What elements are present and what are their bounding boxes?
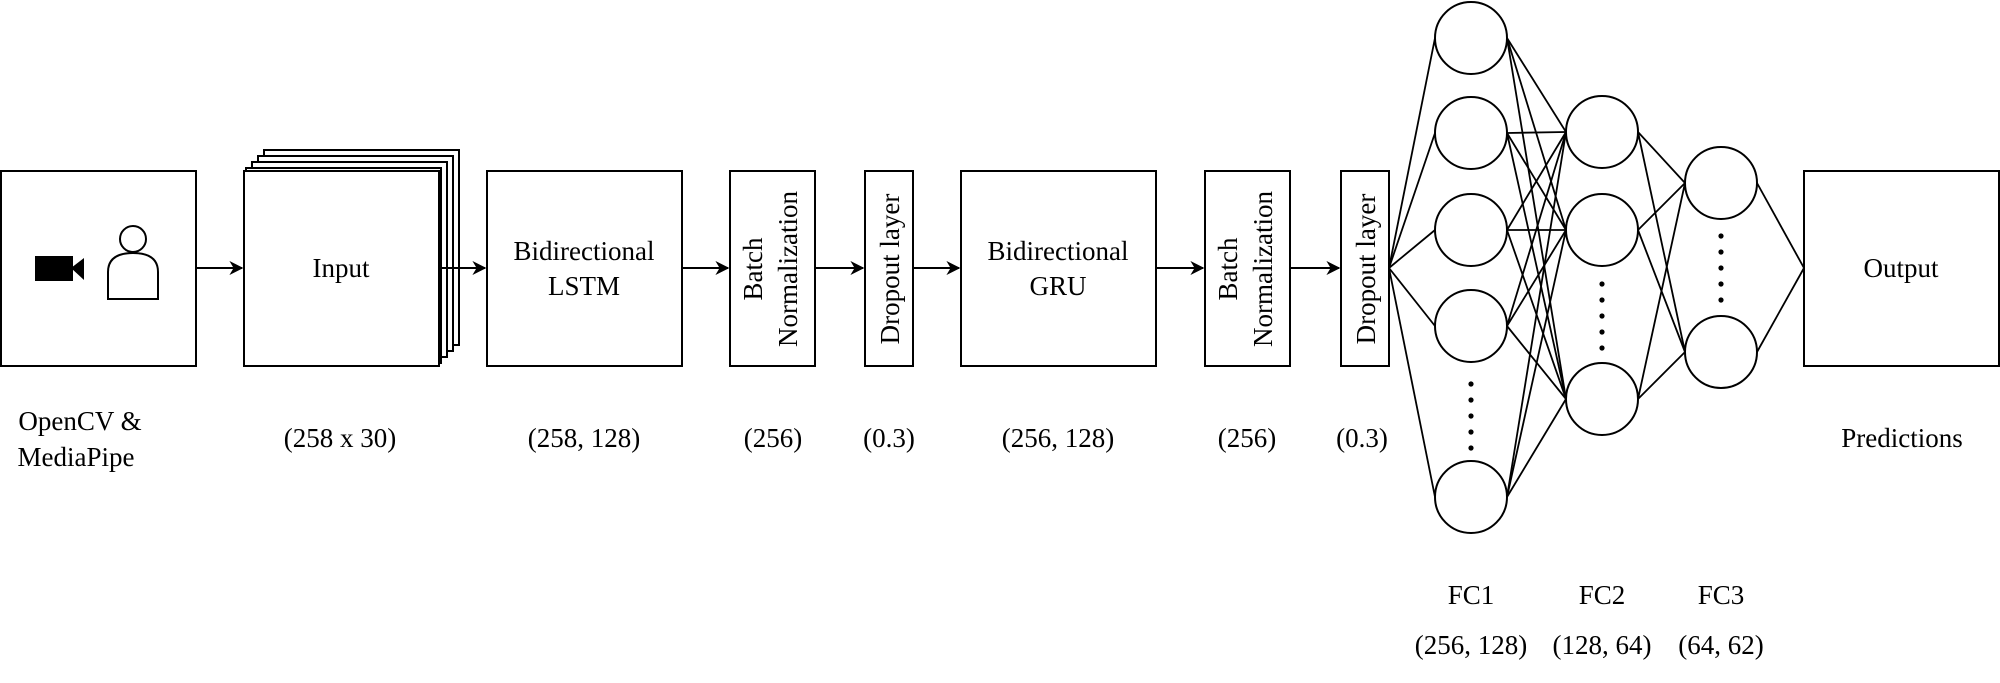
batch-norm-1-label-line1: Batch (738, 237, 768, 300)
gru-block: Bidirectional GRU (960, 170, 1157, 367)
gru-label-line2: GRU (1029, 271, 1086, 301)
batch-norm-2-label-line1: Batch (1213, 237, 1243, 300)
gru-caption: (256, 128) (1002, 423, 1114, 453)
edge-fc2-fc3-3-1 (1637, 182, 1686, 400)
edge-fc2-fc3-1-2 (1637, 131, 1686, 353)
fc2-name: FC2 (1579, 580, 1626, 610)
input-block: Input (243, 149, 460, 367)
edge-fc2-fc3-1-1 (1637, 131, 1686, 184)
edge-fc1-fc2-1-3 (1506, 37, 1567, 400)
edge-fc1-fc2-4-1 (1506, 131, 1567, 327)
fc1-neuron-1 (1434, 1, 1508, 75)
source-block (0, 170, 197, 367)
edge-dropout-to-fc1-5 (1388, 267, 1436, 498)
edge-dropout-to-fc1-2 (1388, 132, 1436, 269)
dropout-2-label: Dropout layer (1351, 194, 1381, 345)
fc2-neuron-1 (1565, 95, 1639, 169)
batch-norm-2-block: Batch Normalization (1204, 170, 1291, 367)
edge-fc1-fc2-4-2 (1506, 229, 1567, 327)
fc3-neuron-2 (1684, 315, 1758, 389)
dropout-2-block: Dropout layer (1340, 170, 1390, 367)
fc2-neuron-2 (1565, 193, 1639, 267)
batch-norm-1-caption: (256) (744, 423, 802, 453)
output-caption: Predictions (1841, 423, 1963, 453)
fc-connections (1388, 37, 1805, 498)
fc1-neuron-5 (1434, 460, 1508, 534)
fc1-neuron-4 (1434, 289, 1508, 363)
fc1-shape: (256, 128) (1415, 630, 1527, 660)
gru-label-line1: Bidirectional (988, 236, 1129, 266)
edge-fc3-to-output-1 (1756, 182, 1805, 269)
edge-fc1-fc2-1-2 (1506, 37, 1567, 231)
output-label: Output (1863, 253, 1939, 283)
lstm-caption: (258, 128) (528, 423, 640, 453)
fc3-name: FC3 (1698, 580, 1745, 610)
dropout-1-caption: (0.3) (863, 423, 915, 453)
output-block: Output (1803, 170, 2000, 367)
edge-fc1-fc2-1-1 (1506, 37, 1567, 133)
dropout-1-block: Dropout layer (864, 170, 914, 367)
lstm-block: Bidirectional LSTM (486, 170, 683, 367)
input-caption: (258 x 30) (284, 423, 396, 453)
edge-fc2-fc3-3-2 (1637, 351, 1686, 400)
edge-fc1-fc2-3-1 (1506, 131, 1567, 231)
fc3-shape: (64, 62) (1678, 630, 1763, 660)
batch-norm-2-label-line2: Normalization (1248, 191, 1278, 347)
edge-dropout-to-fc1-1 (1388, 37, 1436, 269)
edge-fc1-fc2-2-3 (1506, 132, 1567, 400)
lstm-label-line1: Bidirectional (514, 236, 655, 266)
fc2-shape: (128, 64) (1553, 630, 1652, 660)
dropout-1-label: Dropout layer (875, 194, 905, 345)
source-caption-line1: OpenCV & (18, 406, 141, 436)
batch-norm-1-block: Batch Normalization (729, 170, 816, 367)
fc3-ellipsis (1718, 233, 1724, 303)
fc1-neuron-2 (1434, 96, 1508, 170)
fc1-ellipsis (1468, 381, 1474, 451)
person-icon (107, 225, 159, 300)
batch-norm-1-label-line2: Normalization (773, 191, 803, 347)
fc2-ellipsis (1599, 281, 1605, 351)
edge-fc3-to-output-2 (1756, 267, 1805, 353)
batch-norm-2-caption: (256) (1218, 423, 1276, 453)
edge-dropout-to-fc1-3 (1388, 229, 1436, 269)
fc3-neuron-1 (1684, 146, 1758, 220)
edge-fc2-fc3-2-1 (1637, 182, 1686, 231)
video-camera-icon (35, 256, 84, 281)
edge-dropout-to-fc1-4 (1388, 267, 1436, 327)
fc-neurons (1434, 1, 1758, 534)
edge-fc1-fc2-2-1 (1506, 131, 1567, 134)
edge-fc1-fc2-5-2 (1506, 229, 1567, 498)
dropout-2-caption: (0.3) (1336, 423, 1388, 453)
input-label: Input (313, 253, 370, 283)
fc1-neuron-3 (1434, 193, 1508, 267)
source-caption-line2: MediaPipe (18, 442, 135, 472)
fc2-neuron-3 (1565, 362, 1639, 436)
edge-fc1-fc2-5-1 (1506, 131, 1567, 498)
fully-connected-network (1388, 1, 1805, 534)
edge-fc1-fc2-5-3 (1506, 398, 1567, 498)
lstm-label-line2: LSTM (548, 271, 620, 301)
fc1-name: FC1 (1448, 580, 1495, 610)
